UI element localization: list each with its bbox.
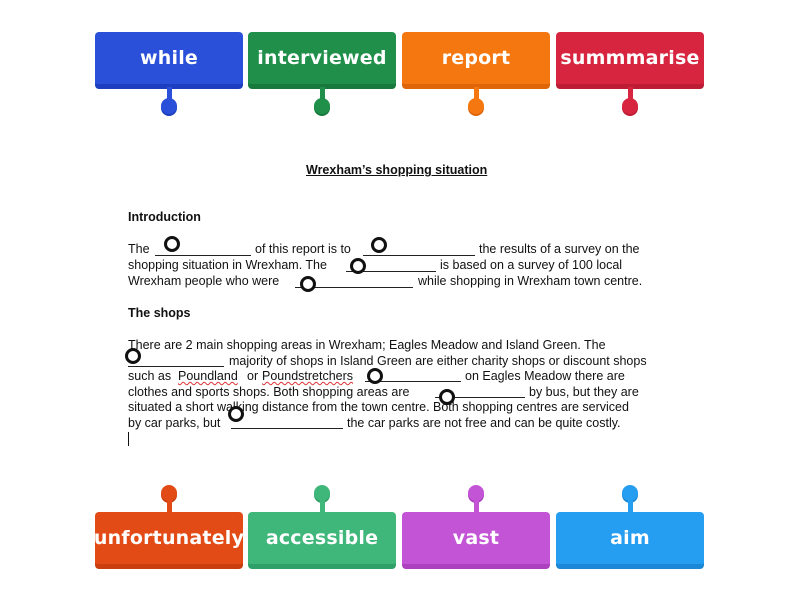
drop-target-8[interactable] — [228, 406, 244, 422]
answer-blank — [346, 271, 436, 272]
drop-target-1[interactable] — [164, 236, 180, 252]
answer-blank — [365, 381, 461, 382]
shops-text: There are 2 main shopping areas in Wrexh… — [128, 338, 606, 352]
intro-text: while shopping in Wrexham town centre. — [418, 274, 643, 288]
tile-pin[interactable] — [161, 98, 177, 114]
answer-blank — [435, 397, 525, 398]
answer-blank — [231, 428, 343, 429]
tile-aim[interactable]: aim — [556, 512, 704, 567]
shops-text: clothes and sports shops. Both shopping … — [128, 385, 410, 399]
tile-stem — [320, 498, 325, 512]
tile-while[interactable]: while — [95, 32, 243, 87]
tile-stem — [628, 87, 633, 101]
shops-text: the car parks are not free and can be qu… — [347, 416, 621, 430]
intro-heading: Introduction — [128, 210, 201, 224]
shops-text: situated a short walking distance from t… — [128, 400, 629, 414]
drop-target-2[interactable] — [371, 237, 387, 253]
shops-text: Poundstretchers — [262, 369, 354, 383]
document-title: Wrexham’s shopping situation — [306, 163, 488, 177]
drop-target-3[interactable] — [350, 258, 366, 274]
tile-stem — [167, 498, 172, 512]
tile-label: accessible — [265, 527, 379, 549]
shops-text: or — [247, 369, 259, 383]
shops-heading: The shops — [128, 306, 191, 320]
tile-vast[interactable]: vast — [402, 512, 550, 567]
shops-text: Poundland — [178, 369, 238, 383]
intro-text: is based on a survey of 100 local — [440, 258, 623, 272]
intro-text: of this report is to — [255, 242, 351, 256]
tile-pin[interactable] — [468, 485, 484, 501]
tile-pin[interactable] — [622, 98, 638, 114]
tile-label: interviewed — [257, 47, 387, 69]
tile-label: aim — [610, 527, 650, 549]
answer-blank — [295, 287, 413, 288]
answer-blank — [155, 255, 251, 256]
tile-unfortunately[interactable]: unfortunately — [93, 512, 245, 567]
tile-summmarise[interactable]: summmarise — [556, 32, 704, 87]
tile-label: while — [140, 47, 198, 69]
shops-text: such as — [128, 369, 172, 383]
intro-text: the results of a survey on the — [479, 242, 640, 256]
drop-target-7[interactable] — [439, 389, 455, 405]
tile-stem — [628, 498, 633, 512]
drop-target-6[interactable] — [367, 368, 383, 384]
shops-text: by car parks, but — [128, 416, 221, 430]
tile-stem — [320, 87, 325, 101]
tile-label: vast — [452, 527, 500, 549]
shops-text: majority of shops in Island Green are ei… — [229, 354, 647, 368]
tile-pin[interactable] — [314, 98, 330, 114]
drop-target-4[interactable] — [300, 276, 316, 292]
tile-label: report — [441, 47, 511, 69]
shops-text: by bus, but they are — [529, 385, 639, 399]
intro-text: Wrexham people who were — [128, 274, 280, 288]
answer-blank — [363, 255, 475, 256]
tile-interviewed[interactable]: interviewed — [248, 32, 396, 87]
tile-stem — [474, 87, 479, 101]
tile-label: unfortunately — [93, 527, 245, 549]
intro-text: shopping situation in Wrexham. The — [128, 258, 327, 272]
tile-accessible[interactable]: accessible — [248, 512, 396, 567]
tile-pin[interactable] — [314, 485, 330, 501]
drop-target-5[interactable] — [125, 348, 141, 364]
tile-stem — [167, 87, 172, 101]
shops-text: on Eagles Meadow there are — [465, 369, 625, 383]
text-cursor — [128, 432, 129, 446]
tile-stem — [474, 498, 479, 512]
answer-blank — [128, 366, 224, 367]
tile-pin[interactable] — [468, 98, 484, 114]
tile-pin[interactable] — [622, 485, 638, 501]
tile-label: summmarise — [560, 47, 700, 69]
tile-pin[interactable] — [161, 485, 177, 501]
intro-text: The — [128, 242, 150, 256]
tile-report[interactable]: report — [402, 32, 550, 87]
